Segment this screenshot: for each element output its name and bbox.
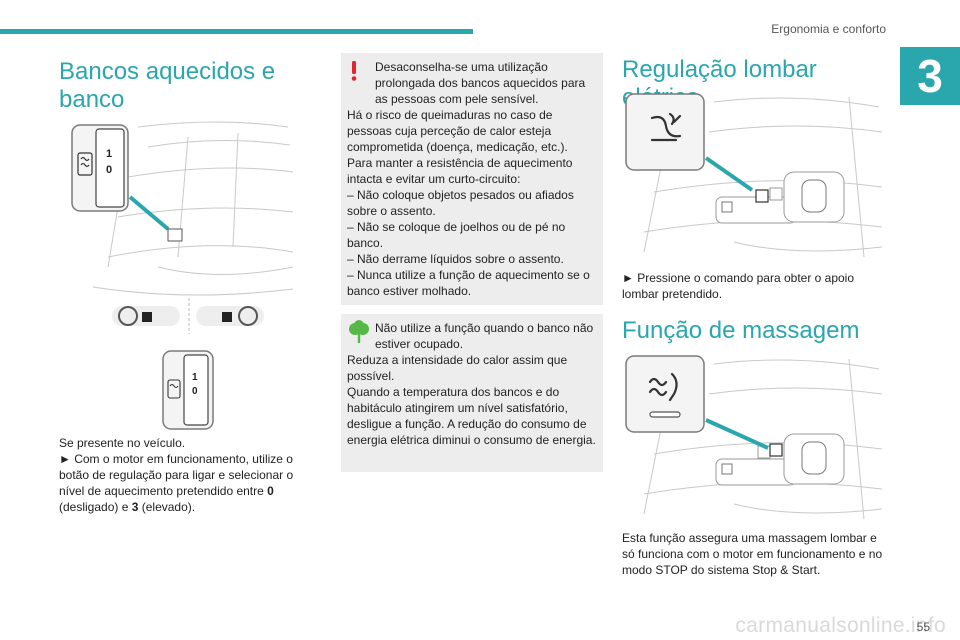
section-title: Ergonomia e conforto [771,22,886,36]
lumbar-illustration [625,93,883,258]
warning-notice: Desaconselha-se uma utilização prolongad… [341,53,603,305]
heater-dial-closeup: 1 0 [162,350,214,430]
lumbar-icon [650,112,682,142]
heating-instruction: ► Com o motor em funcionamento, utilize … [59,452,294,514]
steering-wheel-icon [118,306,258,326]
massage-title: Função de massagem [622,317,860,344]
heated-seats-title: Bancos aquecidos e banco [59,58,276,113]
eco-leaf-icon [349,320,369,343]
dial-label-0: 0 [106,164,112,176]
warning-line: – Não derrame líquidos sobre o assento. [347,252,564,266]
dial-label-1: 1 [106,148,112,160]
chapter-tab: 3 [900,47,960,105]
warning-line: Desaconselha-se uma utilização prolongad… [375,60,586,106]
warning-line: Há o risco de queimaduras no caso de pes… [347,108,568,154]
eco-notice: Não utilize a função quando o banco não … [341,314,603,472]
closeup-dial-label-1: 1 [192,372,198,383]
massage-icon [648,372,678,402]
closeup-dial-label-0: 0 [192,386,198,397]
availability-note: Se presente no veículo. [59,436,186,450]
lumbar-instruction: ► Pressione o comando para obter o apoio… [622,271,855,301]
warning-line: Para manter a resistência de aquecimento… [347,156,573,186]
warning-icon [351,61,357,81]
massage-description: Esta função assegura uma massagem lombar… [622,531,883,577]
warning-line: – Nunca utilize a função de aquecimento … [347,268,590,298]
page-number: 55 [916,620,930,634]
level-high: 3 [131,500,139,514]
massage-illustration [625,355,883,520]
watermark: carmanualsonline.info [735,614,946,637]
heated-seat-illustration: 1 0 [71,121,294,296]
eco-line: Não utilize a função quando o banco não … [375,321,594,351]
seat-heater-icon [77,152,93,176]
steering-position-illustration [112,298,264,334]
level-off: 0 [267,484,274,498]
header-accent-bar [0,29,473,34]
closeup-seat-heater-icon [167,379,181,399]
warning-line: – Não se coloque de joelhos ou de pé no … [347,220,566,250]
warning-line: – Não coloque objetos pesados ou afiados… [347,188,574,218]
eco-line: Reduza a intensidade do calor assim que … [347,353,568,383]
heated-seats-instructions: Se presente no veículo. ► Com o motor em… [59,435,307,515]
eco-line: Quando a temperatura dos bancos e do hab… [347,385,596,447]
